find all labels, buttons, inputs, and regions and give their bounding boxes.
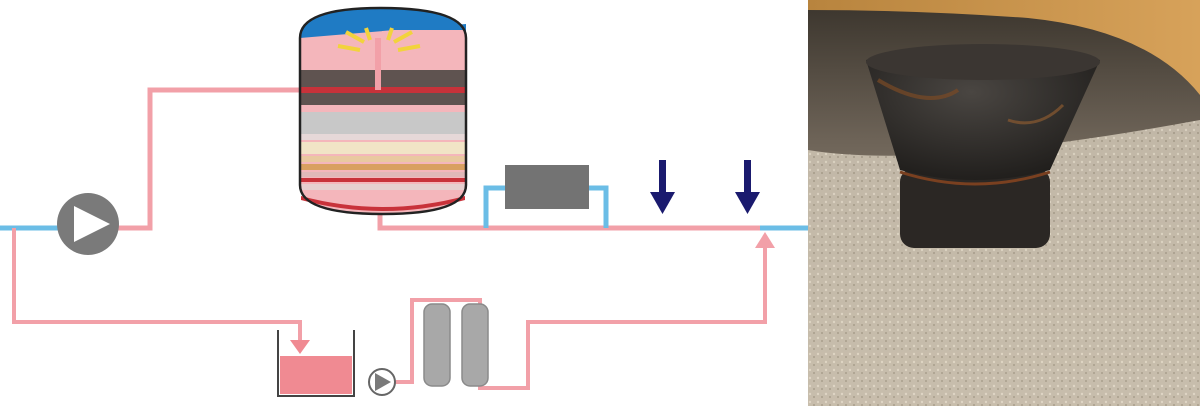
red-media-layer	[301, 87, 465, 93]
red-bottom-layer	[301, 178, 465, 182]
distributor-photo	[808, 0, 1200, 406]
transfer-pump-icon	[368, 368, 396, 396]
dark-media-layer	[301, 70, 465, 87]
filter-vessel	[298, 6, 468, 216]
cartridge-return-pipe	[395, 240, 767, 390]
cartridge-filters-icon	[423, 303, 489, 387]
tank-rim	[808, 0, 1200, 95]
dosing-arrow-1	[650, 160, 675, 214]
vessel-outline	[298, 6, 468, 216]
return-arrowhead	[755, 232, 775, 248]
bypass-unit-box	[505, 165, 589, 209]
process-schematic	[0, 6, 808, 397]
funnel-distributor	[866, 44, 1100, 248]
spray-icon	[337, 27, 421, 52]
cream-media-layer	[301, 142, 465, 154]
return-loop-pipe	[12, 228, 302, 345]
backwash-basin	[277, 330, 355, 397]
dark-media-layer-2	[301, 93, 465, 105]
vessel-body	[300, 8, 466, 214]
dosing-arrow-2	[735, 160, 760, 214]
gray-media-layer	[301, 112, 465, 134]
inlet-riser	[375, 38, 381, 90]
main-pump-icon	[57, 193, 119, 255]
